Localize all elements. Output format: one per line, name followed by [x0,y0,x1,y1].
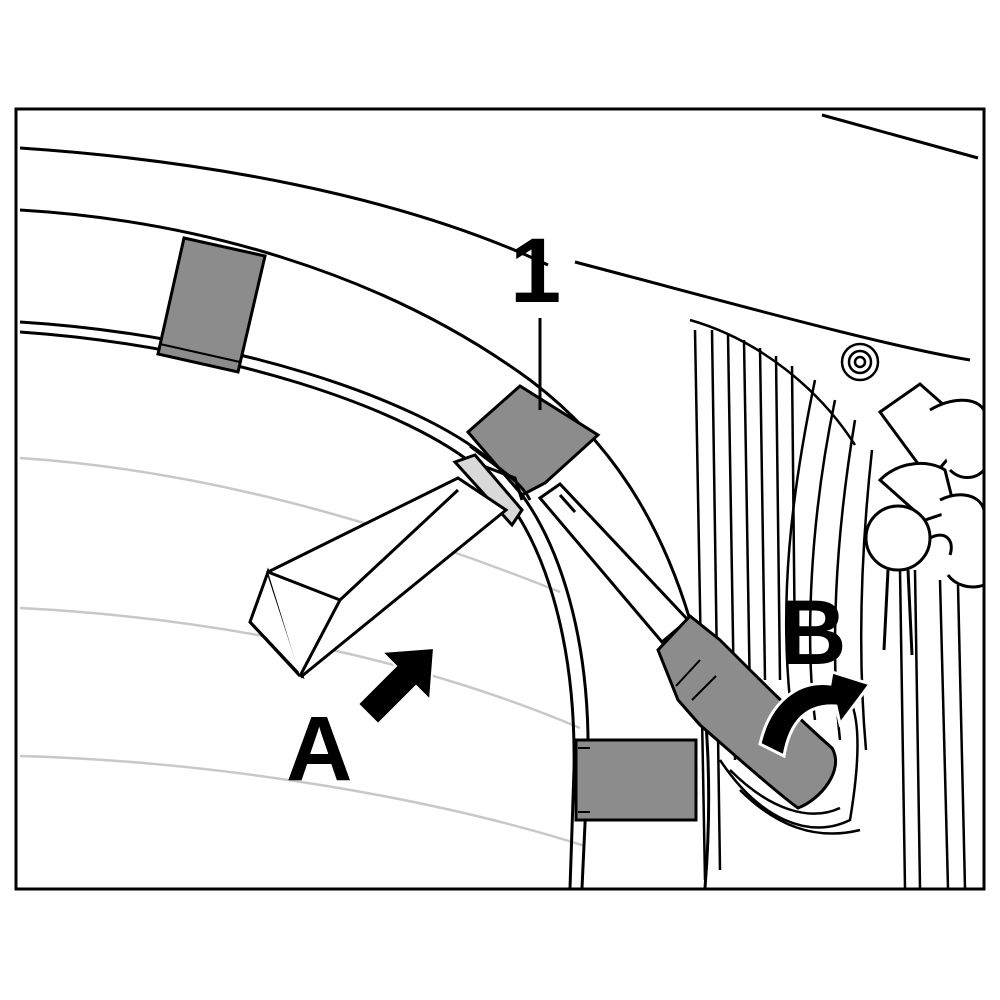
part-number-label: 1 [510,220,561,322]
tyre-lever [537,482,838,810]
chain-clip-lower [574,738,698,822]
wheel-hub-lines [689,318,967,889]
step-a-label: A [286,698,352,800]
arrow-a-icon [356,646,436,726]
brake-caliper [864,382,986,656]
part-1-clip [461,384,601,501]
arrow-b-icon [758,670,873,759]
step-b-label: B [780,582,846,684]
wedge-tool [248,453,524,679]
chain-clip-upper [156,236,267,374]
bolt-icon [840,342,880,382]
